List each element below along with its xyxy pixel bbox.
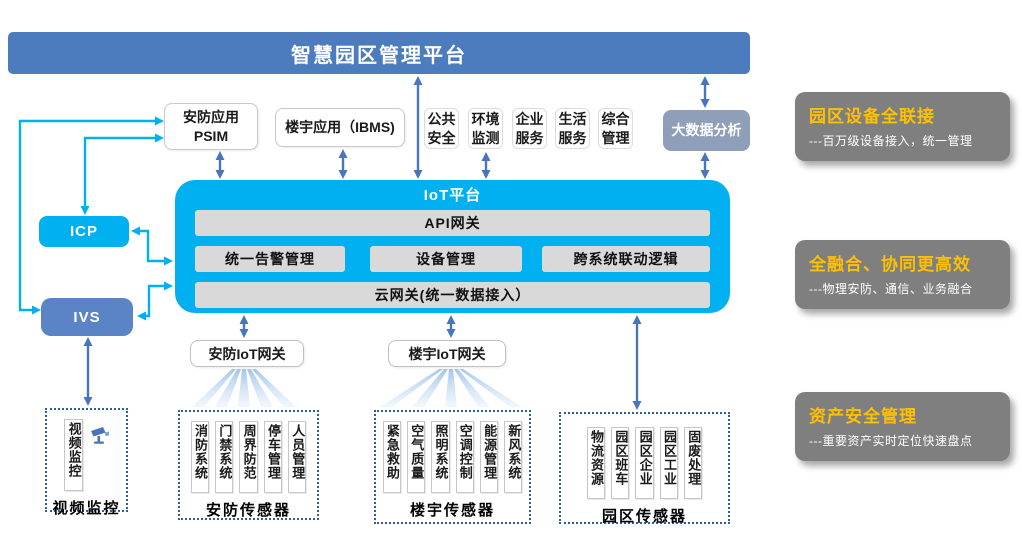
vertical-item: 园区班车 [611,427,630,499]
app-col-label: 综合管理 [601,111,630,146]
vertical-item: 能源管理 [479,421,499,493]
gateway-label: 楼宇IoT网关 [408,345,486,362]
benefit-panel-device-connection: 园区设备全联接 ---百万级设备接入，统一管理 [795,92,1010,161]
vertical-item: 照明系统 [431,421,450,493]
vertical-item: 新风系统 [504,421,523,493]
platform-title-banner: 智慧园区管理平台 [8,32,750,74]
bigdata-analysis-box: 大数据分析 [663,110,750,151]
vertical-item: 停车管理 [263,421,282,493]
vertical-item: 紧急救助 [382,421,401,493]
beam-fan-building [380,369,522,407]
banner-title: 智慧园区管理平台 [291,44,467,67]
app-col-label: 公共安全 [427,111,456,146]
vertical-item: 空调控制 [455,421,474,493]
benefit-title: 园区设备全联接 [809,107,935,126]
camera-icon [90,427,109,444]
module-label: 设备管理 [416,251,476,267]
benefit-panel-convergence: 全融合、协同更高效 ---物理安防、通信、业务融合 [795,240,1010,309]
app-col-label: 环境监测 [471,111,500,146]
benefit-desc: ---物理安防、通信、业务融合 [809,282,973,296]
vertical-item: 固废处理 [683,427,703,499]
module-label: 统一告警管理 [225,251,315,267]
benefit-panel-asset-security: 资产安全管理 ---重要资产实时定位快速盘点 [795,392,1010,461]
building-iot-gateway: 楼宇IoT网关 [388,340,506,367]
app-col-living: 生活服务 [555,108,590,149]
vertical-item: 物流资源 [586,427,606,499]
module-alarm-management: 统一告警管理 [195,246,345,272]
vertical-item: 空气质量 [406,421,426,493]
group-building-sensors: 紧急救助 空气质量 照明系统 空调控制 能源管理 新风系统 楼宇传感器 [374,410,531,524]
vertical-item: 消防系统 [190,421,210,493]
cloud-gateway-label: 云网关(统一数据接入） [374,287,531,303]
group-items: 视频监控 [61,419,111,491]
group-label: 楼宇传感器 [409,502,495,519]
group-video-surveillance: 视频监控 视频监控 [45,408,128,517]
app-col-integrated: 综合管理 [598,108,633,149]
benefit-title: 全融合、协同更高效 [809,255,971,274]
security-iot-gateway: 安防IoT网关 [190,340,304,367]
app-col-enterprise: 企业服务 [512,108,547,149]
beam-fan-security [192,369,296,407]
iot-platform: IoT平台 API网关 统一告警管理 设备管理 跨系统联动逻辑 云网关(统一数据… [175,180,730,313]
group-label: 安防传感器 [205,502,291,519]
icp-label: ICP [69,223,98,240]
app-col-label: 生活服务 [558,111,587,146]
group-security-sensors: 消防系统 门禁系统 周界防范 停车管理 人员管理 安防传感器 [178,410,319,520]
app-col-public-safety: 公共安全 [424,108,459,149]
module-cross-system-linkage: 跨系统联动逻辑 [542,246,710,272]
vertical-item: 园区工业 [659,427,678,499]
bigdata-label: 大数据分析 [671,122,742,139]
app-box-psim: 安防应用 PSIM [164,103,258,150]
app-col-label: 企业服务 [515,111,544,146]
group-items: 物流资源 园区班车 园区企业 园区工业 固废处理 [584,427,705,499]
app-col-environment: 环境监测 [468,108,503,149]
cloud-gateway-bar: 云网关(统一数据接入） [195,282,710,308]
vertical-item: 门禁系统 [215,421,234,493]
group-park-sensors: 物流资源 园区班车 园区企业 园区工业 固废处理 园区传感器 [559,412,730,525]
group-label: 园区传感器 [601,508,687,525]
group-items: 紧急救助 空气质量 照明系统 空调控制 能源管理 新风系统 [380,421,526,493]
group-items: 消防系统 门禁系统 周界防范 停车管理 人员管理 [188,421,309,493]
gateway-label: 安防IoT网关 [208,345,286,362]
vertical-item: 园区企业 [635,427,654,499]
vertical-item: 周界防范 [239,421,258,493]
api-gateway-bar: API网关 [195,210,710,236]
module-device-management: 设备管理 [370,246,522,272]
vertical-item: 视频监控 [64,419,83,491]
iot-platform-title: IoT平台 [423,187,482,204]
benefit-desc: ---百万级设备接入，统一管理 [809,134,973,148]
psim-line1: 安防应用 [183,108,239,125]
psim-line2: PSIM [193,127,229,144]
app-box-ibms: 楼宇应用（IBMS) [275,108,405,147]
module-label: 跨系统联动逻辑 [573,251,679,267]
ivs-label: IVS [73,308,101,326]
api-gateway-label: API网关 [424,215,481,231]
ibms-label: 楼宇应用（IBMS) [285,119,395,136]
group-label: 视频监控 [52,500,121,517]
vertical-item: 人员管理 [287,421,307,493]
icp-box: ICP [39,216,129,247]
ivs-box: IVS [41,298,133,336]
benefit-desc: ---重要资产实时定位快速盘点 [809,434,973,448]
benefit-title: 资产安全管理 [809,407,917,426]
